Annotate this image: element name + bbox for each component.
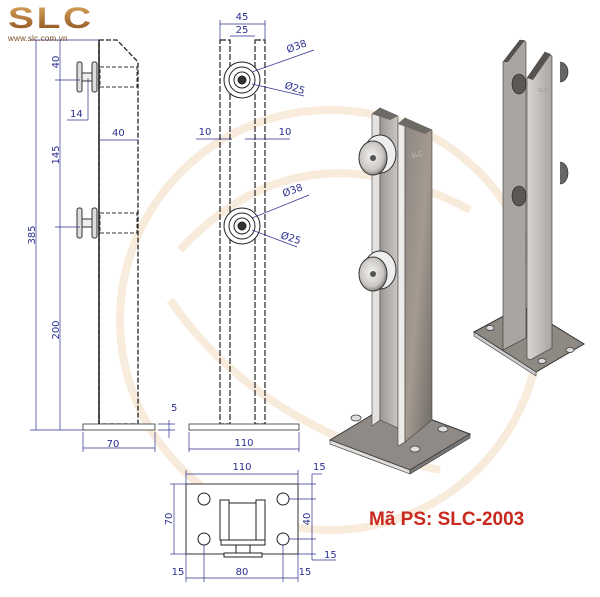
dim-hole-spacing-y: 40 <box>302 513 313 526</box>
dim-edge-left: 15 <box>172 567 185 578</box>
front-view: 45 25 Ø38 Ø25 Ø38 Ø25 10 10 110 <box>188 12 315 452</box>
base-plan-view: 110 70 40 15 15 15 80 15 <box>164 462 337 582</box>
dim-overall-width: 45 <box>236 12 249 23</box>
render-front-3d: SLC <box>328 107 472 475</box>
svg-text:SLC: SLC <box>538 88 548 94</box>
dim-fitting-depth: 14 <box>70 109 83 120</box>
dim-edge-bottom: 15 <box>324 550 337 561</box>
website-url: www.slc.com.vn <box>8 34 68 43</box>
dim-lower-height: 200 <box>51 320 62 339</box>
dim-total-height: 385 <box>27 225 38 244</box>
dim-left-flat: 10 <box>199 127 212 138</box>
dim-post-depth: 40 <box>112 128 125 139</box>
svg-text:SLC: SLC <box>411 150 424 160</box>
dim-edge-top: 15 <box>313 462 326 473</box>
render-fitting-bottom <box>358 250 397 292</box>
dim-inner-diameter-top: Ø25 <box>283 79 306 97</box>
fitting-top <box>223 61 261 99</box>
dim-edge-right: 15 <box>299 567 312 578</box>
dim-plate-width: 110 <box>232 462 251 473</box>
dim-fitting-spacing: 145 <box>51 145 62 164</box>
dim-hole-spacing-x: 80 <box>236 567 249 578</box>
fitting-bottom <box>223 207 261 245</box>
dim-base-depth: 70 <box>107 439 120 450</box>
dim-right-flat: 10 <box>279 127 292 138</box>
brand-logo: SLC www.slc.com.vn <box>8 4 100 44</box>
dim-base-thickness: 5 <box>171 403 177 414</box>
dim-gap-width: 25 <box>236 25 249 36</box>
dim-base-width: 110 <box>234 438 253 449</box>
watermark <box>116 106 544 534</box>
render-fitting-top <box>358 134 397 176</box>
dim-top-offset: 40 <box>51 56 62 69</box>
render-back-3d: SLC <box>473 39 585 377</box>
side-view: 40 14 40 145 385 200 5 70 <box>27 39 177 452</box>
dim-inner-diameter-bottom: Ø25 <box>279 229 302 247</box>
product-code: Mã PS: SLC-2003 <box>369 509 525 530</box>
dim-plate-depth: 70 <box>164 513 175 526</box>
logo-text: SLC <box>8 4 128 34</box>
